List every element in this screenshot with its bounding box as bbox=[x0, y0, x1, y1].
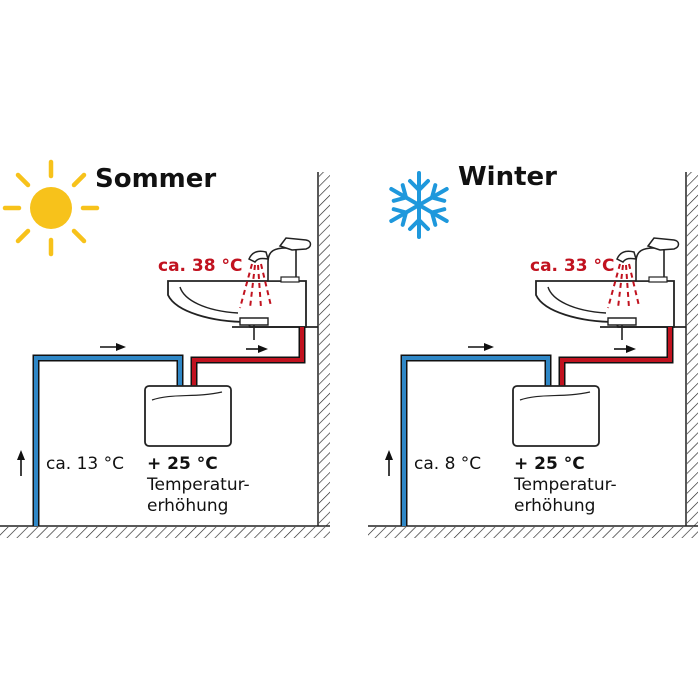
season-title: Winter bbox=[458, 162, 557, 192]
temperature-increase: + 25 °C bbox=[147, 454, 218, 474]
panel-winter: Winter ca. 33 °C ca. 8 °C + 25 °C Temper… bbox=[368, 162, 698, 538]
sun-icon bbox=[2, 159, 100, 257]
increase-label-line2: erhöhung bbox=[147, 496, 228, 516]
increase-label-line1: Temperatur- bbox=[146, 475, 250, 495]
increase-label-line2: erhöhung bbox=[514, 496, 595, 516]
season-title: Sommer bbox=[95, 164, 216, 194]
snowflake-icon bbox=[389, 171, 449, 239]
inlet-temperature: ca. 8 °C bbox=[414, 454, 481, 474]
inlet-temperature: ca. 13 °C bbox=[46, 454, 124, 474]
increase-label-line1: Temperatur- bbox=[513, 475, 617, 495]
panel-summer: Sommer ca. 38 °C ca. 13 °C + 25 °C Tempe… bbox=[0, 159, 330, 538]
outlet-temperature: ca. 33 °C bbox=[530, 256, 614, 276]
outlet-temperature: ca. 38 °C bbox=[158, 256, 242, 276]
temperature-increase: + 25 °C bbox=[514, 454, 585, 474]
